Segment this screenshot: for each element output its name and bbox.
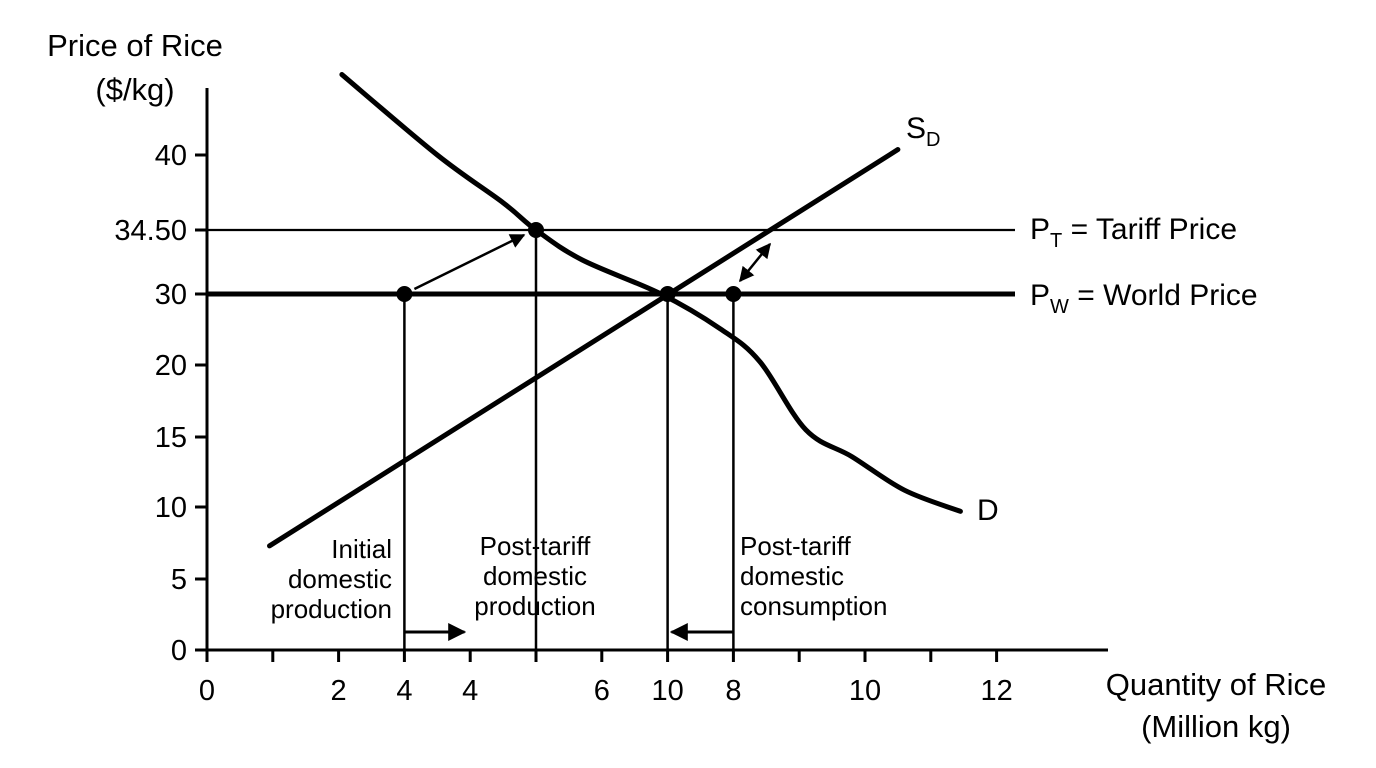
y-tick-label: 5 (171, 564, 187, 596)
post-tariff-consumption-annotation-line-3: consumption (740, 591, 887, 621)
post-tariff-production-annotation-line-2: domestic (483, 561, 587, 591)
y-tick-label: 0 (171, 635, 187, 667)
x-axis-title-line-1: Quantity of Rice (1106, 667, 1327, 702)
x-tick-label: 0 (199, 675, 215, 707)
x-axis-ticks: 0 2 4 4 6 10 8 10 12 (199, 650, 1013, 707)
point-post-tariff-production (528, 222, 544, 238)
supply-curve-label: SD (906, 112, 940, 151)
point-equilibrium (659, 286, 676, 302)
x-tick-label: 10 (849, 675, 881, 707)
x-tick-label: 6 (594, 675, 610, 707)
y-tick-label: 34.50 (114, 215, 187, 247)
initial-production-annotation-line-1: Initial (331, 534, 392, 564)
y-axis-ticks: 0 5 10 15 20 30 34.50 40 (114, 140, 207, 667)
point-initial-production (396, 286, 413, 302)
initial-production-annotation-line-3: production (271, 594, 392, 624)
x-tick-label: 2 (331, 675, 347, 707)
x-axis-title-line-2: (Million kg) (1141, 709, 1291, 744)
point-post-tariff-consumption (725, 286, 742, 302)
x-tick-label: 8 (725, 675, 741, 707)
y-tick-label: 15 (155, 422, 187, 454)
y-tick-label: 10 (155, 492, 187, 524)
post-tariff-consumption-annotation-line-1: Post-tariff (740, 531, 852, 561)
consumption-shift-arrow (739, 242, 771, 283)
demand-curve-label: D (977, 494, 999, 527)
x-tick-label: 4 (462, 675, 478, 707)
x-tick-label: 4 (396, 675, 412, 707)
post-tariff-consumption-annotation-line-2: domestic (740, 561, 844, 591)
initial-production-annotation-line-2: domestic (288, 564, 392, 594)
x-tick-label: 12 (980, 675, 1012, 707)
y-axis-title-line-1: Price of Rice (47, 28, 223, 63)
tariff-price-label: PT = Tariff Price (1030, 213, 1237, 252)
y-axis-title-line-2: ($/kg) (95, 72, 174, 107)
y-tick-label: 40 (155, 140, 187, 172)
production-shift-arrow (413, 233, 526, 291)
world-price-label: PW = World Price (1030, 279, 1258, 318)
y-tick-label: 30 (155, 279, 187, 311)
supply-curve (267, 147, 901, 549)
post-tariff-production-annotation-line-1: Post-tariff (480, 531, 592, 561)
y-tick-label: 20 (155, 350, 187, 382)
post-tariff-production-annotation-line-3: production (474, 591, 595, 621)
x-tick-label: 10 (651, 675, 683, 707)
